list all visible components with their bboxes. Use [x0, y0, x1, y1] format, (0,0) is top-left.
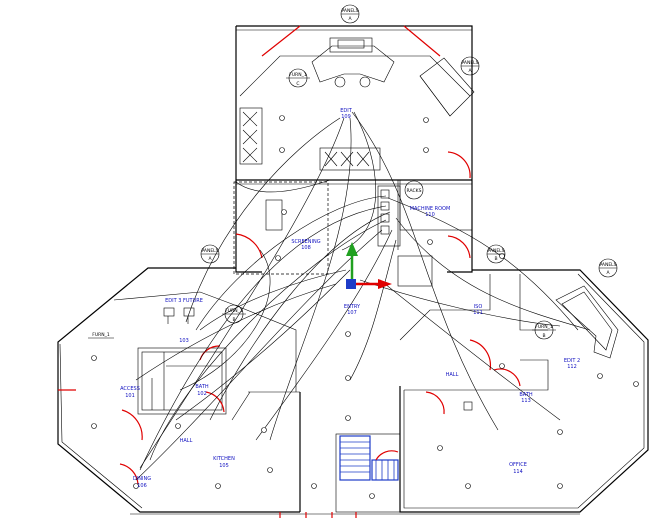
tag-letter: B [542, 333, 545, 339]
cable-runs [135, 111, 591, 481]
tag-letter: B [232, 317, 235, 323]
room-name: MACHINE ROOM [410, 206, 451, 212]
tag-panels-4[interactable]: PANELS B [486, 244, 506, 264]
room-label-edit-2[interactable]: EDIT 2 112 [564, 358, 580, 370]
room-label-machine-room[interactable]: MACHINE ROOM 110 [410, 206, 451, 218]
tag-letter: C [296, 81, 299, 87]
tag-label: PANELS [201, 248, 218, 254]
left-wing-walls [57, 267, 301, 513]
right-wing-walls [397, 255, 649, 513]
tag-furn-left[interactable]: FURN_1 [88, 332, 114, 339]
room-label-access[interactable]: ACCESS 101 [120, 386, 140, 399]
room-label-dining[interactable]: DINING 106 [133, 476, 151, 489]
room-name: EDIT 2 [564, 358, 580, 364]
stairs [335, 433, 401, 513]
tag-racks[interactable]: RACKS [404, 180, 424, 200]
tag-label: FURN_1 [92, 332, 110, 338]
top-wing-walls [233, 25, 473, 275]
tag-label: PANELS [341, 8, 358, 14]
tag-letter: A [468, 68, 472, 74]
room-name: EDIT 3 FUTURE [165, 298, 203, 304]
future-desk-icons [163, 307, 195, 324]
room-number: 112 [567, 364, 577, 370]
room-number: 107 [347, 310, 357, 316]
tag-label: FURN_1 [535, 324, 553, 330]
room-number: 108 [301, 245, 311, 251]
room-name: BATH [195, 384, 209, 390]
cabinet-x-icon [242, 111, 258, 163]
tag-letter: B [494, 256, 497, 262]
room-name: ENTRY [344, 304, 361, 310]
bottom-edge-marks [130, 512, 580, 518]
room-label-edit[interactable]: EDIT 109 [340, 108, 352, 120]
gizmo-origin[interactable] [346, 279, 356, 289]
doors [58, 25, 521, 485]
tag-letter: A [208, 256, 212, 262]
room-number: 114 [513, 469, 523, 475]
room-label-office[interactable]: OFFICE 114 [509, 462, 527, 475]
room-number: 110 [425, 212, 435, 218]
room-number: 101 [125, 393, 135, 399]
tag-label: RACKS [407, 188, 422, 194]
tag-label: FURN_1 [225, 308, 243, 314]
room-name: SCREENING [291, 239, 320, 245]
room-label-edit-3[interactable]: EDIT 3 FUTURE 103 [165, 298, 203, 344]
room-name: HALL [180, 438, 193, 444]
room-name: ACCESS [120, 386, 140, 392]
tag-label: PANELS [461, 60, 478, 66]
room-label-iso[interactable]: ISO 111 [473, 304, 483, 316]
room-label-entry[interactable]: ENTRY 107 [344, 304, 361, 316]
tag-letter: A [348, 16, 352, 22]
tag-furn-b-left[interactable]: FURN_1 B [222, 304, 246, 324]
gizmo-x-arrow-icon[interactable] [378, 279, 392, 289]
room-name: ISO [474, 304, 483, 310]
tag-label: PANELS [487, 248, 504, 254]
room-name: BATH [519, 392, 533, 398]
room-name: KITCHEN [213, 456, 235, 462]
room-name: HALL [446, 372, 459, 378]
tag-label: FURN_1 [289, 72, 307, 78]
room-number: 105 [219, 463, 229, 469]
room-number: 109 [341, 114, 351, 120]
room-number: 103 [179, 338, 189, 344]
room-name: DINING [133, 476, 151, 482]
room-label-screening[interactable]: SCREENING 108 [291, 239, 320, 251]
room-label-kitchen[interactable]: KITCHEN 105 [213, 456, 235, 469]
tag-furn-c[interactable]: FURN_1 C [286, 68, 310, 88]
tag-panels-2[interactable]: PANELS A [460, 56, 480, 76]
tag-furn-b-right[interactable]: FURN_1 B [532, 320, 556, 340]
room-label-hall-left[interactable]: HALL [180, 438, 193, 444]
room-name: EDIT [340, 108, 352, 114]
tag-panels-1[interactable]: PANELS A [340, 4, 360, 24]
room-label-bath-right[interactable]: BATH 113 [519, 392, 533, 404]
light-fixtures [91, 115, 639, 499]
move-gizmo[interactable] [346, 242, 392, 289]
tag-label: PANELS [599, 262, 616, 268]
room-label-bath-left[interactable]: BATH 102 [195, 384, 209, 397]
room-label-hall-right[interactable]: HALL [446, 372, 459, 378]
gizmo-y-arrow-icon[interactable] [346, 242, 358, 256]
room-number: 106 [137, 483, 147, 489]
tag-letter: A [606, 270, 610, 276]
room-number: 111 [473, 310, 483, 316]
room-number: 113 [521, 398, 531, 404]
tag-panels-5[interactable]: PANELS A [598, 258, 618, 278]
edit-desk-furniture [239, 37, 475, 247]
tag-panels-3[interactable]: PANELS A [200, 244, 220, 264]
room-name: OFFICE [509, 462, 527, 468]
room-number: 102 [197, 391, 207, 397]
